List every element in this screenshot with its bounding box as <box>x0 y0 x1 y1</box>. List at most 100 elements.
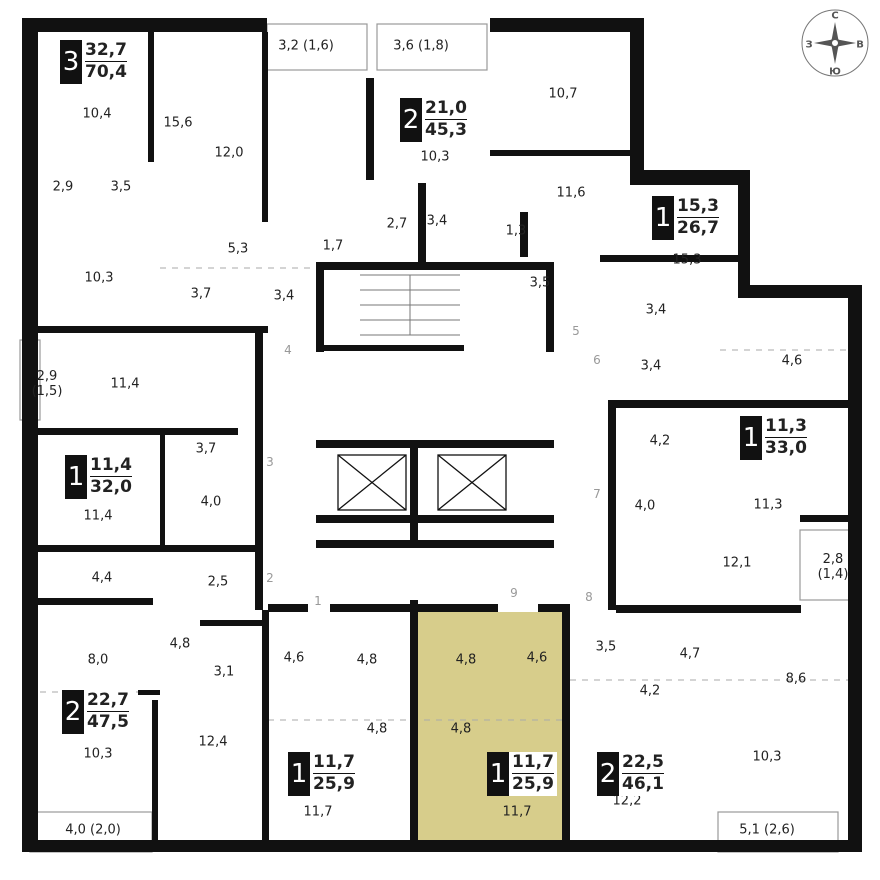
total-area: 32,0 <box>90 477 132 497</box>
room-area-label: 4,8 <box>450 721 472 737</box>
apartment-door-number: 8 <box>585 590 593 604</box>
room-count: 1 <box>487 752 509 796</box>
apartment-door-number: 4 <box>284 343 292 357</box>
compass-east: В <box>856 39 864 51</box>
room-count: 2 <box>400 98 422 142</box>
room-area-label: 11,6 <box>556 185 586 201</box>
walls <box>22 18 862 852</box>
compass-south: Ю <box>829 66 841 78</box>
room-area-label: 3,6 (1,8) <box>393 38 449 54</box>
total-area: 47,5 <box>87 712 129 732</box>
living-area: 11,7 <box>313 752 355 774</box>
total-area: 45,3 <box>425 120 467 140</box>
total-area: 33,0 <box>765 438 807 458</box>
room-area-label: 4,2 <box>649 433 671 449</box>
room-area-label: 4,6 <box>781 353 803 369</box>
room-area-label: 4,8 <box>366 721 388 737</box>
apartment-door-number: 2 <box>266 571 274 585</box>
room-area-label: 4,0 <box>200 494 222 510</box>
living-area: 11,4 <box>90 455 132 477</box>
room-area-label: 3,4 <box>640 358 662 374</box>
room-area-label: 4,8 <box>169 636 191 652</box>
room-area-label: 4,0 (2,0) <box>65 822 121 838</box>
room-area-label: 11,3 <box>753 497 783 513</box>
living-area: 11,7 <box>512 752 554 774</box>
room-count: 1 <box>65 455 87 499</box>
room-area-label: 4,6 <box>526 650 548 666</box>
room-area-label: 10,3 <box>83 746 113 762</box>
room-area-label: 3,4 <box>645 302 667 318</box>
living-area: 22,7 <box>87 690 129 712</box>
total-area: 26,7 <box>677 218 719 238</box>
room-count: 1 <box>652 196 674 240</box>
room-area-label: 3,5 <box>595 639 617 655</box>
highlighted-apartment[interactable] <box>418 612 564 842</box>
total-area: 46,1 <box>622 774 664 794</box>
room-area-label: 2,8 (1,4) <box>817 552 849 582</box>
room-area-label: 4,7 <box>679 646 701 662</box>
room-area-label: 11,4 <box>110 376 140 392</box>
living-area: 21,0 <box>425 98 467 120</box>
room-area-label: 1,3 <box>505 223 527 239</box>
apartment-door-number: 3 <box>266 455 274 469</box>
room-area-label: 8,0 <box>87 652 109 668</box>
compass-rose-icon: С В Ю З <box>800 8 870 78</box>
compass-north: С <box>831 10 839 22</box>
room-area-label: 11,4 <box>83 508 113 524</box>
room-area-label: 3,7 <box>195 441 217 457</box>
apartment-door-number: 6 <box>593 353 601 367</box>
room-area-label: 5,1 (2,6) <box>739 822 795 838</box>
room-area-label: 4,4 <box>91 570 113 586</box>
room-area-label: 3,5 <box>110 179 132 195</box>
room-area-label: 12,4 <box>198 734 228 750</box>
compass-west: З <box>805 39 813 51</box>
room-count: 2 <box>62 690 84 734</box>
room-area-label: 3,4 <box>273 288 295 304</box>
room-area-label: 4,8 <box>356 652 378 668</box>
living-area: 22,5 <box>622 752 664 774</box>
total-area: 25,9 <box>313 774 355 794</box>
room-area-label: 2,7 <box>386 216 408 232</box>
living-area: 15,3 <box>677 196 719 218</box>
stairs <box>360 274 460 336</box>
living-area: 32,7 <box>85 40 127 62</box>
total-area: 70,4 <box>85 62 127 82</box>
room-area-label: 15,6 <box>163 115 193 131</box>
room-area-label: 12,0 <box>214 145 244 161</box>
apartment-door-number: 5 <box>572 324 580 338</box>
room-area-label: 4,2 <box>639 683 661 699</box>
room-area-label: 3,5 <box>529 275 551 291</box>
room-area-label: 12,1 <box>722 555 752 571</box>
room-count: 3 <box>60 40 82 84</box>
apartment-door-number: 9 <box>510 586 518 600</box>
room-area-label: 2,5 <box>207 574 229 590</box>
room-area-label: 11,7 <box>303 804 333 820</box>
living-area: 11,3 <box>765 416 807 438</box>
room-area-label: 3,4 <box>426 213 448 229</box>
room-area-label: 11,7 <box>502 804 532 820</box>
total-area: 25,9 <box>512 774 554 794</box>
room-area-label: 12,2 <box>612 793 642 809</box>
room-area-label: 3,2 (1,6) <box>278 38 334 54</box>
room-area-label: 4,6 <box>283 650 305 666</box>
room-area-label: 10,3 <box>84 270 114 286</box>
elevators <box>337 454 507 511</box>
